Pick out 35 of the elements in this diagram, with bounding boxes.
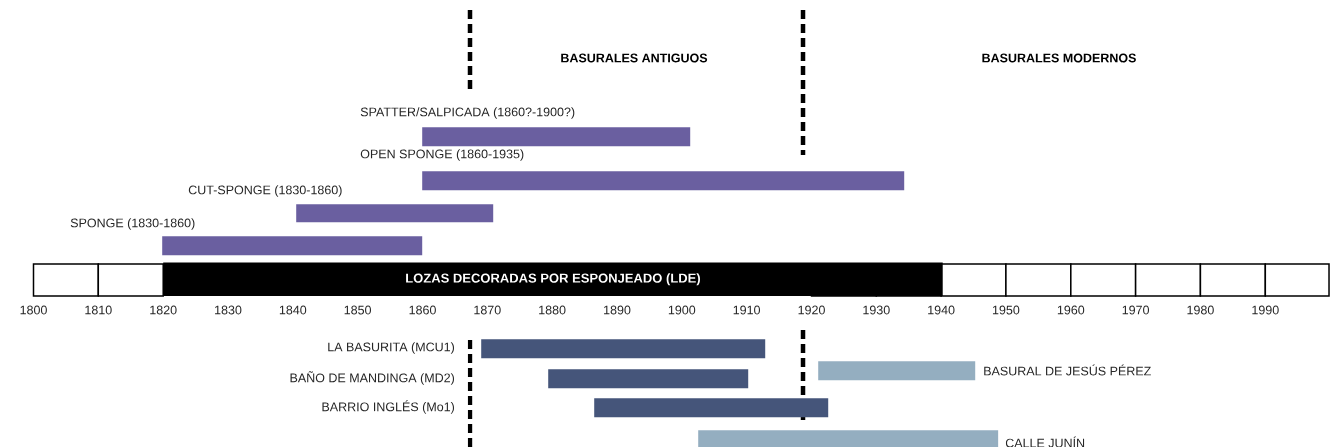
year-label: 1990 xyxy=(1252,305,1279,315)
year-label: 1890 xyxy=(604,305,631,315)
year-label: 1940 xyxy=(928,305,955,315)
year-label: 1960 xyxy=(1057,305,1085,315)
year-label: 1880 xyxy=(539,305,566,315)
year-label: 1910 xyxy=(733,305,760,315)
period-bar xyxy=(818,361,976,381)
period-heading: BASURALES ANTIGUOS xyxy=(561,53,708,63)
bar-label: LA BASURITA (MCU1) xyxy=(328,342,454,354)
bar-label: SPONGE (1830-1860) xyxy=(70,218,195,230)
year-label: 1980 xyxy=(1187,305,1214,315)
year-label: 1970 xyxy=(1122,305,1149,315)
bar-label: CUT-SPONGE (1830-1860) xyxy=(188,185,342,197)
period-bar xyxy=(698,430,999,447)
year-label: 1950 xyxy=(992,305,1020,315)
year-label: 1900 xyxy=(668,305,696,315)
period-bar xyxy=(548,369,749,389)
period-bar xyxy=(481,339,766,359)
period-bar xyxy=(422,171,905,191)
period-bar xyxy=(422,127,691,147)
row-label: BAÑO DE MANDINGA (MD2) xyxy=(290,371,454,385)
year-label: 1870 xyxy=(474,305,501,315)
timeline-bar: LOZAS DECORADAS POR ESPONJEADO (LDE) xyxy=(163,262,943,296)
year-label: 1820 xyxy=(150,305,177,315)
bar-label: SPATTER/SALPICADA (1860?-1900?) xyxy=(360,107,575,119)
year-label: 1810 xyxy=(85,305,112,315)
period-bar xyxy=(296,204,494,223)
bar-label: BASURAL DE JESÚS PÉREZ xyxy=(984,364,1151,376)
year-label: 1800 xyxy=(20,305,47,315)
period-heading: BASURALES MODERNOS xyxy=(982,53,1136,63)
period-bar xyxy=(162,236,423,256)
bar-label: OPEN SPONGE (1860-1935) xyxy=(360,149,524,161)
period-bar xyxy=(594,398,829,418)
bar-label: CALLE JUNÍN xyxy=(1005,436,1085,447)
row-label: BARRIO INGLÉS (Mo1) xyxy=(322,400,454,414)
